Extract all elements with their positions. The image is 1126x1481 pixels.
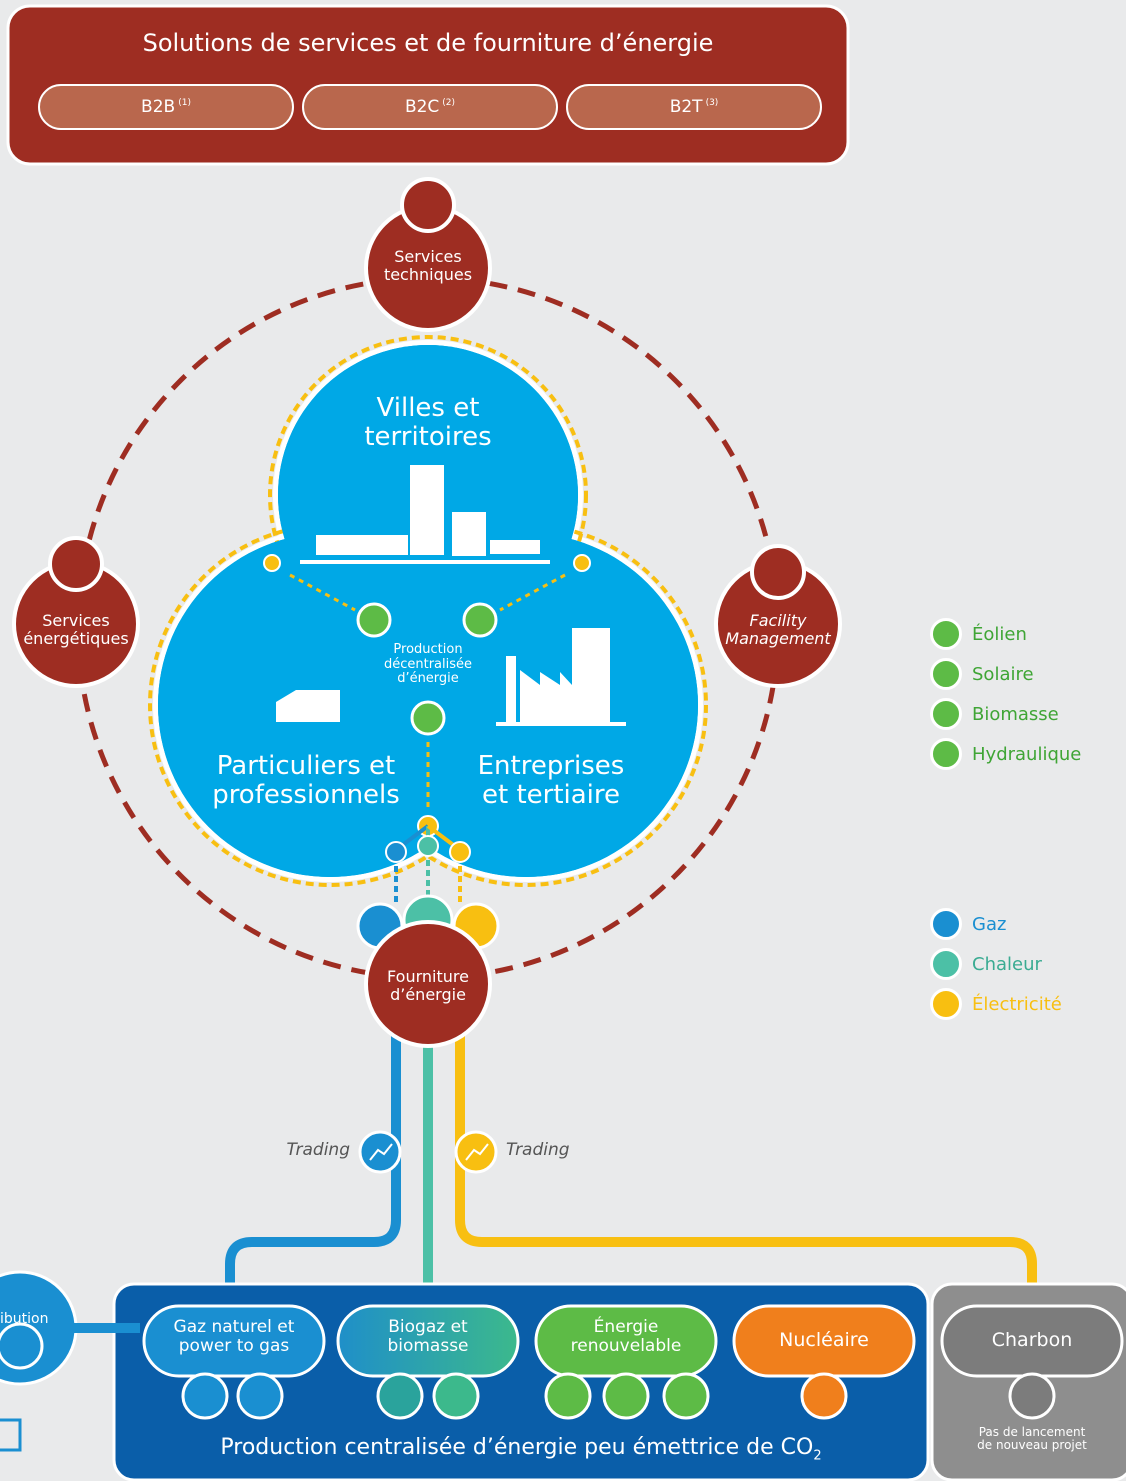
renouvelable-label: Énergie renouvelable xyxy=(570,1317,682,1357)
b2c-pill[interactable]: B2C(2) xyxy=(302,84,558,130)
house-illustration xyxy=(276,690,340,722)
header-title: Solutions de services et de fourniture d… xyxy=(142,29,714,57)
services-energetiques-label: Services énergétiques xyxy=(23,611,129,648)
distribution-label: ibution xyxy=(0,1311,49,1327)
production-decentralisee-label: Production décentralisée d’énergie xyxy=(383,642,473,687)
legend-hydraulique: Hydraulique xyxy=(930,738,1081,770)
charbon-label: Charbon xyxy=(991,1329,1073,1351)
biomass-icon xyxy=(930,698,962,730)
facility-management-label: Facility Management xyxy=(725,611,831,648)
biogaz-label: Biogaz et biomasse xyxy=(387,1317,469,1357)
service-circles xyxy=(12,177,842,1048)
b2b-pill[interactable]: B2B(1) xyxy=(38,84,294,130)
biogaz-pill xyxy=(336,1304,520,1378)
production-icons xyxy=(0,1322,1056,1420)
trading-right-label: Trading xyxy=(506,1140,570,1160)
legend-biomasse: Biomasse xyxy=(930,698,1059,730)
services-techniques-label: Services techniques xyxy=(383,247,473,284)
legend-electricite: Électricité xyxy=(930,988,1062,1020)
fourniture-label: Fourniture d’énergie xyxy=(387,967,469,1004)
wind-turbine-icon xyxy=(930,618,962,650)
villes-label: Villes et territoires xyxy=(364,393,492,453)
entreprises-label: Entreprises et tertiaire xyxy=(477,751,625,811)
particuliers-label: Particuliers et professionnels xyxy=(212,751,400,811)
gas-flame-icon xyxy=(930,908,962,940)
city-illustration xyxy=(300,465,550,564)
legend-eolien: Éolien xyxy=(930,618,1027,650)
legend-chaleur: Chaleur xyxy=(930,948,1042,980)
radiator-icon xyxy=(930,948,962,980)
nucleaire-label: Nucléaire xyxy=(779,1329,869,1351)
charbon-note: Pas de lancement de nouveau projet xyxy=(977,1425,1087,1453)
hydraulic-icon xyxy=(930,738,962,770)
production-title: Production centralisée d’énergie peu éme… xyxy=(220,1435,822,1464)
trading-icons xyxy=(358,1130,498,1174)
b2t-pill[interactable]: B2T(3) xyxy=(566,84,822,130)
socket-icon xyxy=(930,988,962,1020)
renewable-icons-center xyxy=(356,602,498,736)
solar-icon xyxy=(930,658,962,690)
trading-left-label: Trading xyxy=(286,1140,350,1160)
legend-gaz: Gaz xyxy=(930,908,1006,940)
gaz-naturel-label: Gaz naturel et power to gas xyxy=(173,1317,295,1357)
factory-illustration xyxy=(496,628,626,726)
legend-solaire: Solaire xyxy=(930,658,1034,690)
gaz-naturel-pill xyxy=(142,1304,326,1378)
